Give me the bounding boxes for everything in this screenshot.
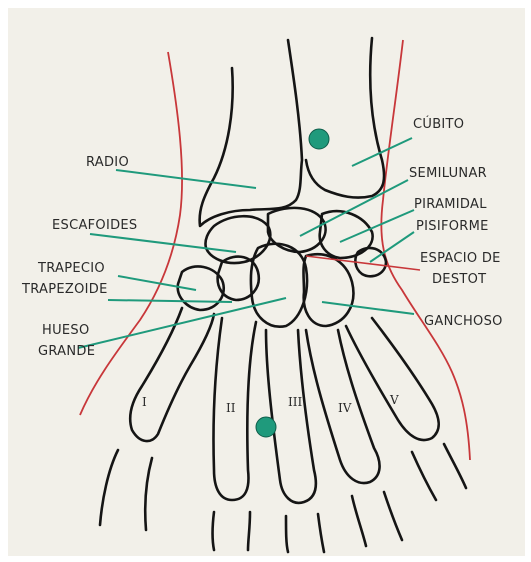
leader-escafoides <box>90 234 236 252</box>
triquetrum-bone <box>320 211 373 258</box>
numeral-metacarpal-1: I <box>142 395 147 409</box>
ulna-bone <box>306 38 384 198</box>
label-semilunar: SEMILUNAR <box>409 166 487 181</box>
marker-dot-lower <box>256 417 276 437</box>
leader-semilunar <box>300 180 408 236</box>
phalanx-4-bone <box>352 492 402 546</box>
label-radio: RADIO <box>86 155 129 170</box>
phalanx-1-bone <box>100 450 152 530</box>
phalanx-2-bone <box>213 512 251 550</box>
metacarpal-5-bone <box>346 318 439 440</box>
label-pisiforme: PISIFORME <box>416 219 489 234</box>
metacarpal-1-bone <box>130 308 214 441</box>
marker-dot-upper <box>309 129 329 149</box>
hamate-bone <box>304 254 354 326</box>
label-escafoides: ESCAFOIDES <box>52 218 137 233</box>
numeral-metacarpal-4: IV <box>338 401 352 415</box>
numeral-metacarpal-5: V <box>389 393 399 407</box>
label-ganchoso: GANCHOSO <box>424 314 503 329</box>
phalanx-5-bone <box>412 444 466 500</box>
label-espacio-destot-line2: DESTOT <box>432 272 486 287</box>
label-cubito: CÚBITO <box>413 116 464 132</box>
label-espacio-destot-line1: ESPACIO DE <box>420 251 501 266</box>
leader-ganchoso <box>322 302 414 314</box>
leader-espacio-destot <box>306 256 420 270</box>
leader-pisiforme <box>370 232 414 262</box>
leader-radio <box>116 170 256 188</box>
label-trapezoide: TRAPEZOIDE <box>21 282 108 297</box>
skin-outline-left <box>80 52 182 415</box>
leader-trapecio <box>118 276 196 290</box>
numeral-metacarpal-3: III <box>288 395 302 409</box>
radius-bone <box>200 40 302 226</box>
metacarpal-3-bone <box>266 330 316 503</box>
label-hueso-grande-line1: HUESO <box>42 323 90 338</box>
label-hueso-grande-line2: GRANDE <box>38 344 95 359</box>
label-trapecio: TRAPECIO <box>37 261 105 276</box>
label-piramidal: PIRAMIDAL <box>414 197 487 212</box>
lunate-bone <box>268 208 326 252</box>
leader-trapezoide <box>108 300 232 302</box>
phalanx-3-bone <box>286 514 324 552</box>
numeral-metacarpal-2: II <box>226 401 236 415</box>
